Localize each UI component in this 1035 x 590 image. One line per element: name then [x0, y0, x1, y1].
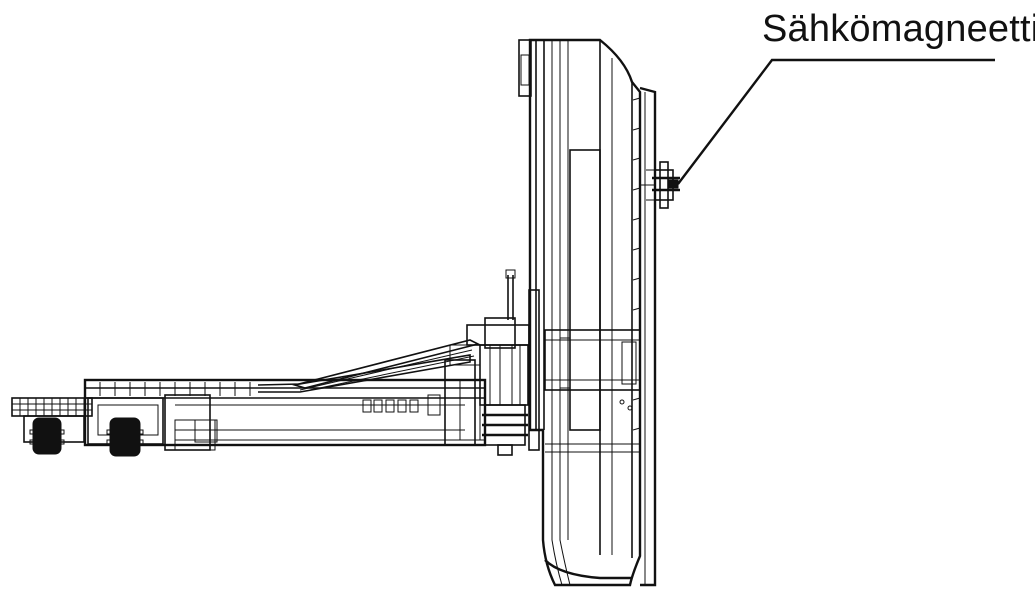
vertical-panel — [518, 38, 657, 587]
electromagnet — [640, 161, 680, 209]
wheel-front — [29, 417, 65, 455]
callout-leader — [677, 58, 995, 185]
pivot-mast — [466, 269, 540, 456]
electromagnet-label: Sähkömagneetti — [762, 8, 1035, 50]
diagonal-brace — [257, 339, 481, 393]
wheel-rear — [106, 417, 144, 457]
horizontal-boom — [83, 344, 487, 451]
